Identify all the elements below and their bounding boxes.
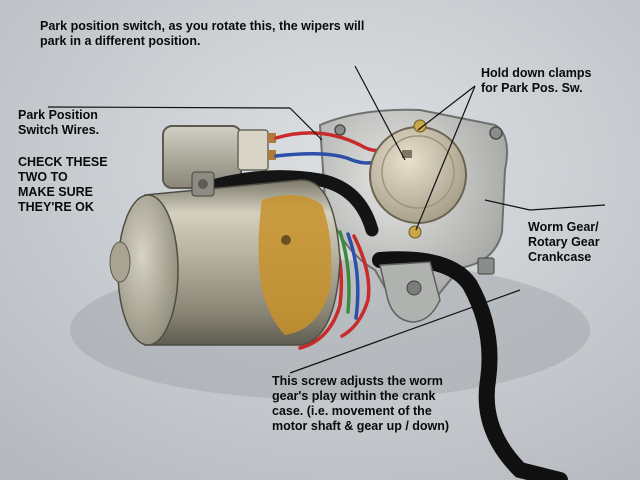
- annotation-park-switch-wires: Park Position Switch Wires.: [18, 108, 100, 137]
- leader-wires-horizontal: [47, 106, 291, 109]
- leader-wires-diagonal: [289, 107, 323, 141]
- leader-worm-gear-h: [529, 204, 606, 211]
- leader-clamp-bottom: [415, 85, 476, 231]
- leader-screw: [289, 289, 521, 374]
- annotation-adjust-screw: This screw adjusts the worm gear's play …: [272, 374, 450, 433]
- annotation-park-position-switch: Park position switch, as you rotate this…: [40, 19, 365, 48]
- annotation-check-note: CHECK THESE TWO TO MAKE SURE THEY'RE OK: [18, 155, 108, 214]
- annotation-hold-down-clamps: Hold down clamps for Park Pos. Sw.: [481, 66, 592, 95]
- leader-park-switch: [354, 65, 406, 161]
- leader-worm-gear-d: [484, 199, 531, 211]
- leader-clamp-top: [417, 85, 476, 131]
- annotation-worm-gear: Worm Gear/ Rotary Gear Crankcase: [528, 220, 600, 264]
